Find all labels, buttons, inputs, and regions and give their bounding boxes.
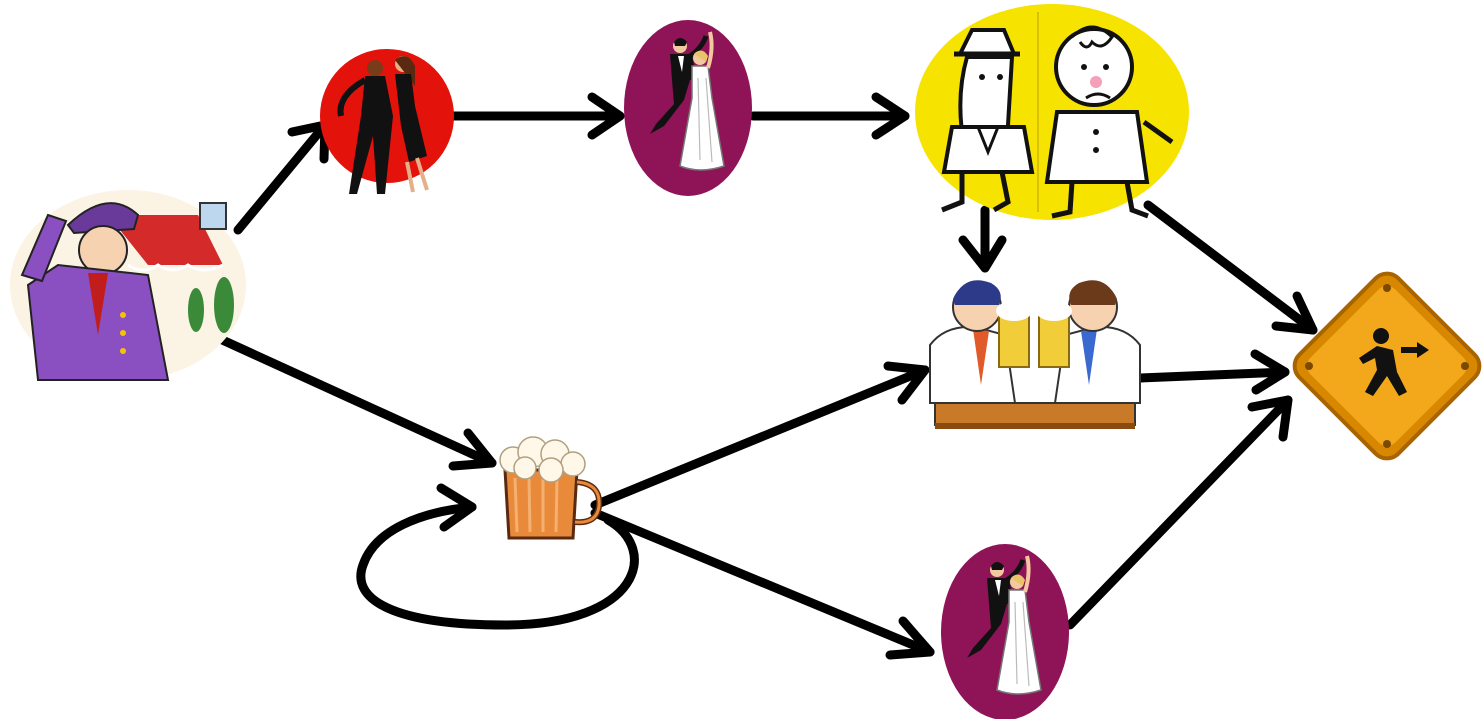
edge-beer-self-loop — [356, 483, 639, 630]
edge-salsa-to-waltz-top — [448, 92, 625, 140]
ballroom-dancers-icon — [624, 20, 752, 196]
ballroom-dancers-icon — [941, 544, 1069, 719]
toasting-men-icon — [929, 280, 1141, 429]
arguing-men-icon — [915, 4, 1189, 220]
edge-beer-to-cheers — [590, 361, 930, 510]
edge-doorman-to-salsa — [233, 120, 330, 235]
edge-argument-to-exit — [1143, 200, 1318, 335]
edge-doorman-to-beer — [167, 312, 497, 471]
exit-sign-icon — [1292, 271, 1482, 461]
edge-argument-to-cheers — [958, 205, 1007, 273]
edge-beer-to-waltz-bottom — [590, 508, 935, 660]
salsa-dancers-icon — [320, 49, 454, 194]
edge-waltz-bottom-to-exit — [1065, 395, 1293, 630]
beer-mug-icon — [499, 436, 603, 540]
doorman-icon — [10, 190, 246, 381]
edge-waltz-top-to-argument — [748, 92, 910, 140]
edge-cheers-to-exit — [1135, 349, 1290, 395]
